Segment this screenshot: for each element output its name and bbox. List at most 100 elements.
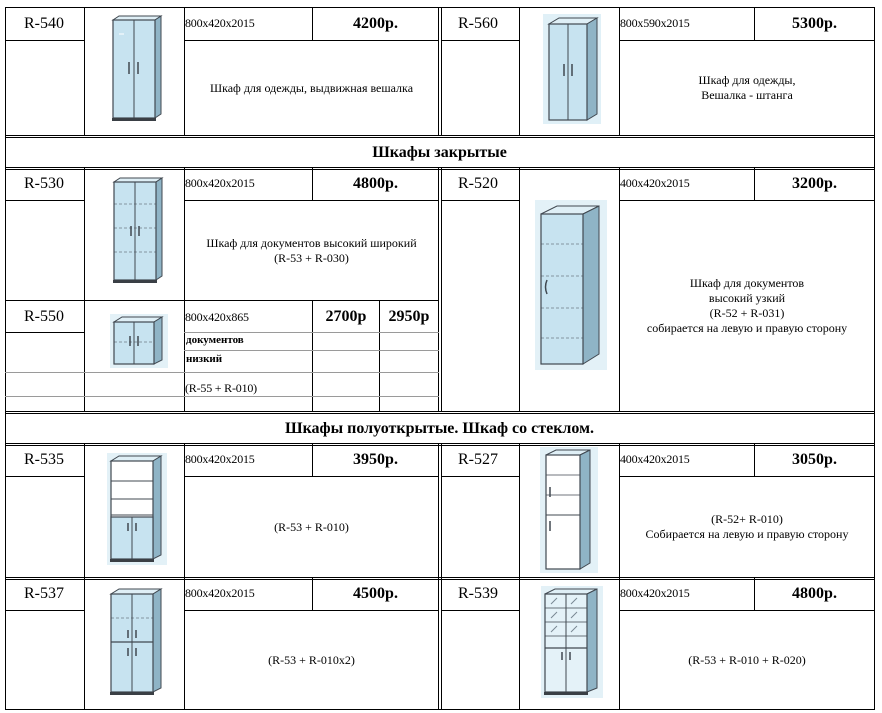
item-code: R-527 [458,451,498,468]
item-description: (R-53 + R-010 + R-020) [688,652,806,667]
grid-line [619,40,874,41]
cabinet-narrow-image [535,200,607,370]
item-description: (R-52+ R-010)Собирается на левую и праву… [645,512,849,541]
grid-line [519,168,520,412]
item-price: 4800р. [353,175,398,192]
grid-line [5,300,439,301]
grid-line [5,610,85,611]
item-code: R-539 [458,585,498,602]
grid-line [5,135,874,136]
item-dimensions: 800x420x2015 [620,586,690,600]
grid-line [84,444,85,710]
grid-line [754,7,755,40]
grid-line [5,167,874,168]
item-price: 3050р. [792,451,837,468]
item-dimensions: 800x420x2015 [185,16,255,30]
grid-line [184,350,439,351]
grid-line [5,443,874,444]
grid-line [438,7,439,136]
grid-line [312,578,313,611]
grid-line [441,476,520,477]
grid-line [619,7,620,136]
item-code: R-560 [458,15,498,32]
grid-line [184,476,439,477]
cabinet-two-door-image [543,14,601,124]
item-price: 3200р. [792,175,837,192]
grid-line [5,372,439,373]
item-description: (R-53 + R-010) [274,519,349,534]
item-dimensions: 400x420x2015 [620,176,690,190]
grid-line [379,301,380,412]
item-price: 3950р. [353,451,398,468]
item-code: R-535 [24,451,64,468]
item-description-bold: документов [186,334,244,346]
item-price: 2700р [325,308,367,325]
grid-line [184,168,185,301]
cabinet-semi-open-image [107,453,167,565]
grid-line [312,444,313,477]
grid-line [184,7,185,136]
grid-line [619,168,620,412]
grid-line [84,7,85,136]
cabinet-low-image [110,314,168,368]
grid-line [619,444,620,710]
item-dimensions: 800x420x2015 [185,176,255,190]
item-dimensions: 800x420x2015 [185,452,255,466]
grid-line [184,301,185,412]
grid-line [754,578,755,611]
grid-line [5,169,874,170]
grid-line [5,396,439,397]
grid-line [5,7,6,710]
grid-line [754,168,755,201]
item-price: 4500р. [353,585,398,602]
grid-line [184,332,439,333]
grid-line [5,577,874,578]
item-dimensions: 800x420x865 [185,310,249,324]
item-dimensions: 400x420x2015 [620,452,690,466]
grid-line [5,476,85,477]
grid-line [619,476,874,477]
grid-line [312,301,313,412]
item-description-bold: низкий [186,353,223,365]
grid-line [5,332,85,333]
grid-line [312,7,313,40]
item-code: R-550 [24,308,64,325]
grid-line [874,7,875,710]
grid-line [5,413,874,414]
grid-line [5,40,85,41]
grid-line [312,168,313,201]
grid-line [438,168,439,412]
grid-line [84,168,85,412]
cabinet-narrow-glass-image [540,447,598,573]
section-title-closed-cabinets: Шкафы закрытые [372,144,507,161]
grid-line [5,445,874,446]
cabinet-document-image [112,177,164,283]
item-dimensions: 800x590x2015 [620,16,690,30]
grid-line [5,411,874,412]
cabinet-glass-door-image [541,586,603,698]
item-description: (R-55 + R-010) [185,381,257,395]
item-price: 4200р. [353,15,398,32]
item-description: Шкаф для одежды, выдвижная вешалка [209,80,414,95]
grid-line [184,610,439,611]
item-description: Шкаф для документов высокий широкий(R-53… [206,235,417,265]
item-price: 5300р. [792,15,837,32]
grid-line [619,200,874,201]
cabinet-double-set-image [109,588,163,695]
item-code: R-530 [24,175,64,192]
grid-line [184,200,439,201]
grid-line [519,444,520,710]
grid-line [184,40,439,41]
grid-line [619,610,874,611]
item-description: (R-53 + R-010x2) [268,652,355,667]
section-title-semi-open-cabinets: Шкафы полуоткрытые. Шкаф со стеклом. [285,420,594,437]
item-price: 4800р. [792,585,837,602]
grid-line [754,444,755,477]
item-code: R-520 [458,175,498,192]
grid-line [5,709,875,710]
grid-line [441,40,520,41]
grid-line [5,7,874,8]
grid-line [519,7,520,136]
